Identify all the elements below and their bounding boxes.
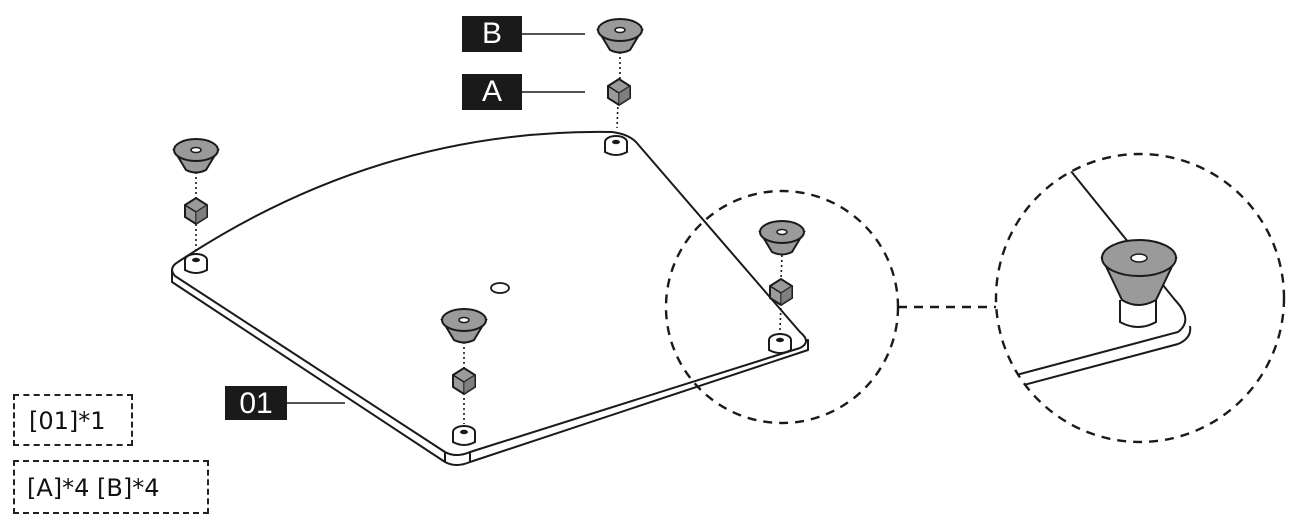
socket-back	[604, 135, 628, 156]
screw-a-right	[769, 277, 793, 307]
socket-front	[452, 425, 476, 446]
callout-label-01: 01	[225, 386, 287, 420]
socket-left	[184, 253, 208, 274]
foot-b-top	[596, 18, 644, 54]
callout-label-b: B	[462, 16, 522, 52]
detail-zoom	[994, 152, 1286, 444]
socket-right	[768, 333, 792, 354]
base-plate-01	[171, 130, 809, 466]
leader-lines	[287, 33, 585, 404]
center-hole	[490, 282, 510, 294]
screw-a-front	[452, 366, 476, 396]
foot-b-left	[172, 138, 220, 174]
qty-base-plate: [01]*1	[13, 394, 133, 446]
foot-b-front	[440, 308, 488, 344]
qty-hardware: [A]*4 [B]*4	[13, 460, 209, 514]
callout-label-a: A	[462, 74, 522, 110]
screw-a-left	[184, 196, 208, 226]
screw-a-top	[607, 77, 631, 107]
foot-b-right	[758, 220, 806, 256]
guide-lines	[195, 52, 783, 424]
